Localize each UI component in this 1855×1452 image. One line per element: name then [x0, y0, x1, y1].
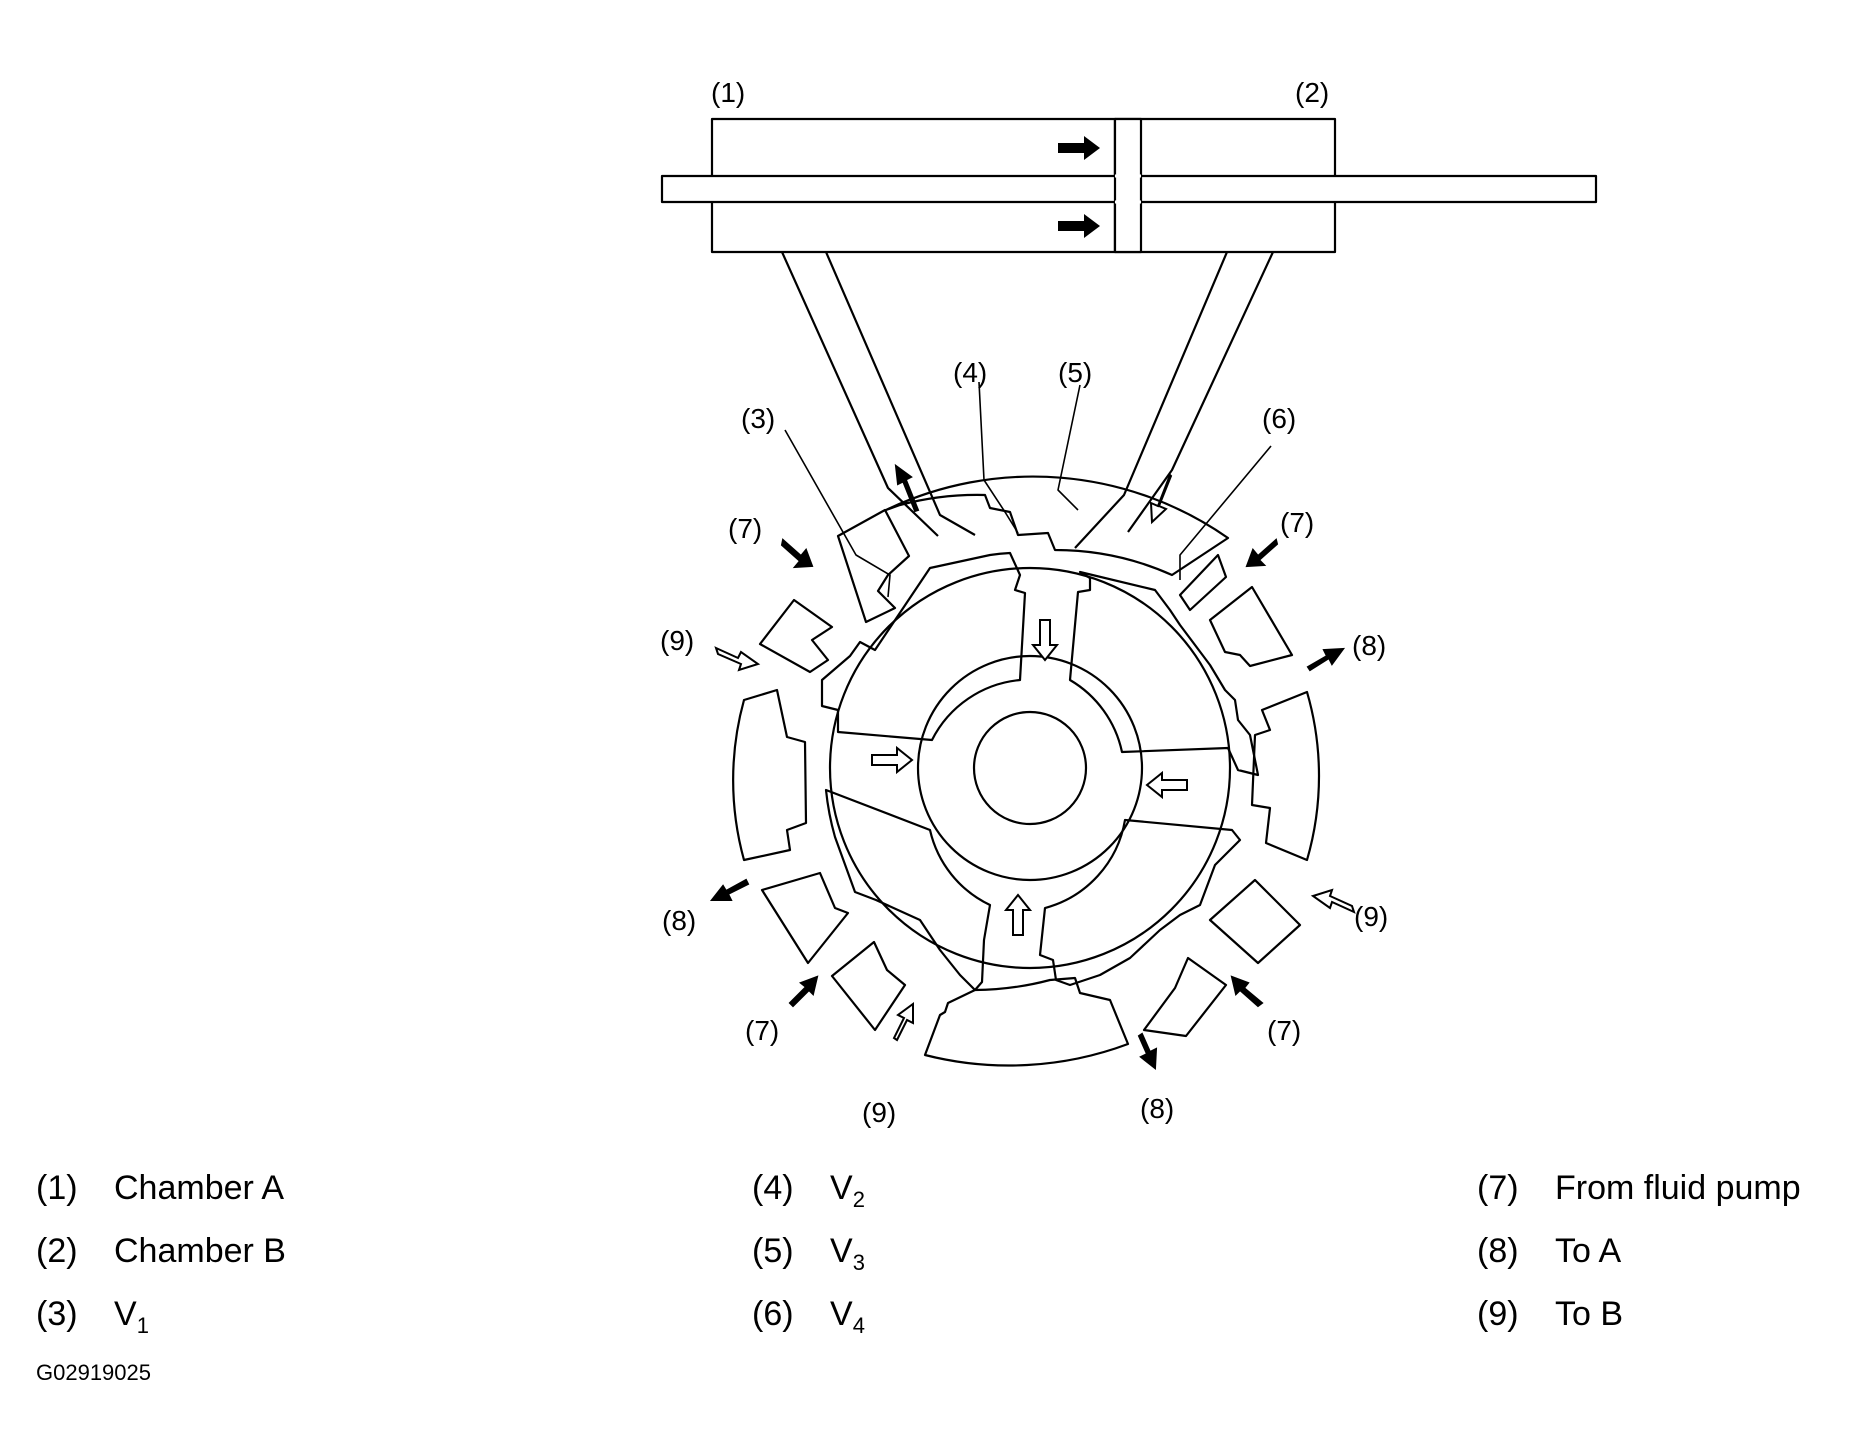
valve-housing	[732, 475, 1321, 1067]
callout-9-r: (9)	[1354, 901, 1388, 932]
callout-7-ur: (7)	[1280, 507, 1314, 538]
callout-2: (2)	[1295, 77, 1329, 108]
arrow-solid	[1306, 647, 1346, 672]
callout-1: (1)	[711, 77, 745, 108]
legend-num: (4)	[752, 1169, 794, 1207]
legend-text: Chamber A	[114, 1169, 285, 1207]
housing-lower-right-1	[1208, 878, 1302, 965]
legend-text: To B	[1555, 1295, 1624, 1333]
callout-4: (4)	[953, 357, 987, 388]
arrow-solid	[894, 463, 920, 513]
legend-text: V1	[114, 1295, 149, 1338]
arrow-hollow	[1145, 770, 1188, 800]
legend-text: Chamber B	[114, 1232, 286, 1270]
housing-upper-right	[1178, 553, 1228, 612]
callout-8-l: (8)	[662, 905, 696, 936]
cylinder	[660, 117, 1598, 254]
arrow-solid	[709, 878, 750, 901]
rotor-core	[916, 654, 1144, 882]
arrow-hollow	[892, 1002, 914, 1042]
legend-num: (7)	[1477, 1169, 1519, 1207]
callout-9-b: (9)	[862, 1097, 896, 1128]
rotor-center	[972, 710, 1088, 826]
arrow-solid	[1230, 975, 1264, 1008]
legend-text: V4	[830, 1295, 865, 1338]
callout-9-l: (9)	[660, 625, 694, 656]
legend-num: (3)	[36, 1295, 78, 1333]
housing-lower-right-2	[1142, 956, 1228, 1038]
housing-right	[1250, 690, 1321, 862]
housing-lower-left-2	[830, 940, 907, 1032]
figure-id: G02919025	[36, 1360, 151, 1385]
housing-lower-left-1	[760, 871, 850, 965]
arrow-solid	[788, 975, 819, 1008]
housing-top	[884, 475, 1230, 577]
piston-arrows	[1058, 136, 1100, 238]
legend-num: (2)	[36, 1232, 78, 1270]
housing-upper-left	[836, 508, 911, 624]
flow-arrows	[709, 463, 1356, 1070]
legend-num: (6)	[752, 1295, 794, 1333]
arrow-solid	[1137, 1032, 1158, 1070]
rotor-hub	[828, 566, 1232, 970]
callouts: (1) (2) (3) (4) (5) (6) (7) (7) (9) (8) …	[660, 77, 1388, 1128]
passage-to-chamber-a	[780, 251, 976, 537]
callout-7-lr: (7)	[1267, 1015, 1301, 1046]
legend-num: (8)	[1477, 1232, 1519, 1270]
rotor	[820, 551, 1260, 992]
callout-6: (6)	[1262, 403, 1296, 434]
housing-right-upper	[1208, 585, 1294, 668]
arrow-hollow	[1003, 893, 1033, 936]
arrow-solid	[780, 538, 814, 569]
callout-8-r: (8)	[1352, 630, 1386, 661]
arrow-hollow	[1149, 473, 1173, 525]
housing-left-upper	[758, 598, 834, 674]
arrow-solid	[1245, 538, 1279, 568]
callout-5: (5)	[1058, 357, 1092, 388]
legend-text: From fluid pump	[1555, 1169, 1801, 1207]
passage-to-chamber-b	[1074, 251, 1274, 549]
leader-lines	[784, 381, 1272, 598]
callout-8-b: (8)	[1140, 1093, 1174, 1124]
piston	[1113, 117, 1143, 254]
arrow-hollow	[1310, 888, 1356, 914]
legend-num: (9)	[1477, 1295, 1519, 1333]
legend-text: To A	[1555, 1232, 1622, 1270]
callout-7-ll: (7)	[745, 1015, 779, 1046]
legend-text: V2	[830, 1169, 865, 1212]
callout-7-ul: (7)	[728, 513, 762, 544]
legend-num: (5)	[752, 1232, 794, 1270]
callout-3: (3)	[741, 403, 775, 434]
legend-text: V3	[830, 1232, 865, 1275]
housing-left	[732, 688, 808, 862]
arrow-hollow	[871, 745, 914, 775]
legend-num: (1)	[36, 1169, 78, 1207]
arrow-hollow	[1030, 619, 1060, 662]
arrow-hollow	[714, 646, 761, 672]
housing-bottom	[923, 976, 1130, 1067]
rotor-body	[820, 551, 1027, 742]
